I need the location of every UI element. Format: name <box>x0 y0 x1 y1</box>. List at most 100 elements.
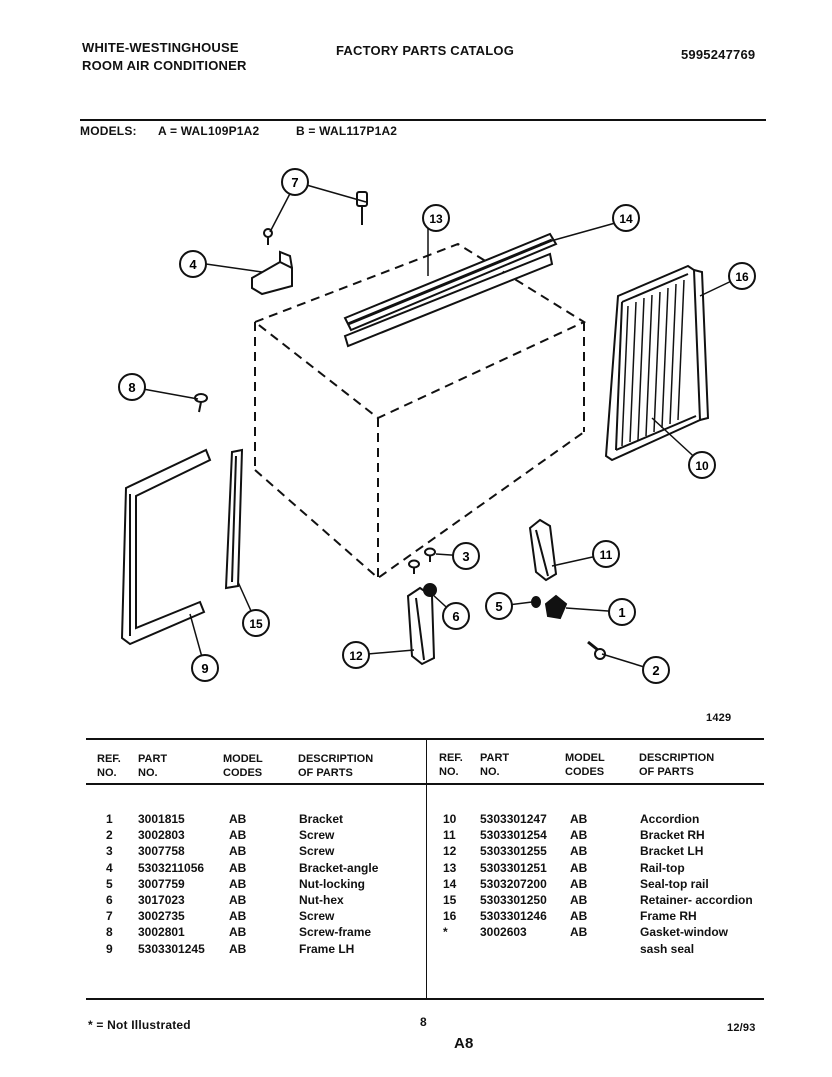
cell-part: 5303301247 <box>480 812 547 826</box>
catalog-number: 5995247769 <box>681 47 756 62</box>
cell-codes: AB <box>229 860 247 875</box>
cell-codes: AB <box>229 925 247 940</box>
model-b: B = WAL117P1A2 <box>296 124 398 138</box>
cell-desc: Rail-top <box>640 860 685 875</box>
frame-lh-part <box>120 448 212 646</box>
cell-desc: sash seal <box>640 941 695 956</box>
svg-text:1: 1 <box>618 605 625 620</box>
exploded-parts-diagram: 1 2 3 4 5 6 7 8 9 10 11 12 13 14 15 16 <box>118 168 756 684</box>
cell-part: 3007759 <box>138 876 185 891</box>
cell-codes: AB <box>570 828 588 843</box>
brand-line-2: ROOM AIR CONDITIONER <box>82 58 247 73</box>
cell-part: 3002801 <box>138 925 185 940</box>
catalog-title: FACTORY PARTS CATALOG <box>336 43 515 58</box>
svg-text:10: 10 <box>695 459 709 473</box>
cell-ref: 14 <box>443 876 457 891</box>
bracket-rh-part <box>528 518 558 582</box>
callout-14: 14 <box>612 204 640 232</box>
table-row: 7 3002735 AB Screw <box>0 909 832 925</box>
cell-part: 3017023 <box>138 893 185 907</box>
cell-desc: Screw <box>299 828 335 843</box>
section-code: A8 <box>454 1035 474 1052</box>
cell-codes: AB <box>229 941 247 956</box>
brand-line-1: WHITE-WESTINGHOUSE <box>82 40 239 55</box>
table-row: sash seal <box>0 942 832 958</box>
cell-codes: AB <box>570 876 588 891</box>
cell-ref: 9 <box>106 941 113 956</box>
screw-3 <box>408 547 436 574</box>
cell-ref: 8 <box>106 925 113 940</box>
cell-desc: Accordion <box>640 812 700 826</box>
cell-part: 3002735 <box>138 909 185 924</box>
callout-5: 5 <box>485 592 513 620</box>
svg-text:12: 12 <box>349 649 363 663</box>
cell-desc: Nut-locking <box>299 876 365 891</box>
callout-12: 12 <box>342 641 370 669</box>
table-header-rule <box>86 783 764 785</box>
callout-15: 15 <box>242 609 270 637</box>
cell-ref: 12 <box>443 844 457 859</box>
callout-8: 8 <box>118 373 146 401</box>
svg-text:7: 7 <box>291 175 298 190</box>
svg-text:8: 8 <box>128 380 135 395</box>
left-ref-header: REF.NO. <box>97 753 121 779</box>
svg-text:9: 9 <box>201 661 208 676</box>
cell-desc: Bracket RH <box>640 828 705 843</box>
callout-9: 9 <box>191 654 219 682</box>
cell-part: 3002803 <box>138 828 185 843</box>
screw-7a <box>356 191 368 225</box>
cell-codes: AB <box>229 876 247 891</box>
bracket-lh-part <box>406 586 436 666</box>
table-top-rule <box>86 738 764 740</box>
screw-8 <box>194 393 208 413</box>
cell-codes: AB <box>229 812 247 826</box>
svg-text:15: 15 <box>249 617 263 631</box>
screw-2 <box>587 640 606 660</box>
page-number: 8 <box>420 1015 427 1029</box>
retainer-accordion-part <box>224 448 244 590</box>
cell-part: 5303301245 <box>138 941 205 956</box>
svg-text:6: 6 <box>452 609 459 624</box>
cell-codes: AB <box>229 893 247 907</box>
cell-ref: 6 <box>106 893 113 907</box>
cell-part: 5303301250 <box>480 893 547 907</box>
callout-4: 4 <box>179 250 207 278</box>
cell-codes: AB <box>570 925 588 940</box>
nut-locking-part <box>531 596 541 608</box>
not-illustrated-note: * = Not Illustrated <box>88 1018 191 1032</box>
cell-ref: 13 <box>443 860 457 875</box>
svg-text:2: 2 <box>652 663 659 678</box>
cell-ref: 4 <box>106 860 113 875</box>
table-divider <box>426 740 427 998</box>
cell-desc: Screw <box>299 909 335 924</box>
cabinet-outline <box>252 242 587 580</box>
table-bottom-rule <box>86 998 764 1000</box>
cell-ref: 7 <box>106 909 113 924</box>
screw-7b <box>263 228 273 245</box>
callout-16: 16 <box>728 262 756 290</box>
revision-date: 12/93 <box>727 1022 756 1034</box>
svg-text:13: 13 <box>429 212 443 226</box>
bracket-angle-part <box>251 250 293 296</box>
cell-desc: Frame LH <box>299 941 355 956</box>
cell-ref: 16 <box>443 909 457 924</box>
cell-codes: AB <box>570 860 588 875</box>
cell-codes: AB <box>229 844 247 859</box>
cell-codes: AB <box>229 909 247 924</box>
cell-codes: AB <box>570 909 588 924</box>
svg-text:16: 16 <box>735 270 749 284</box>
cell-desc: Retainer- accordion <box>640 893 753 907</box>
callout-1: 1 <box>608 598 636 626</box>
cell-part: 3007758 <box>138 844 185 859</box>
